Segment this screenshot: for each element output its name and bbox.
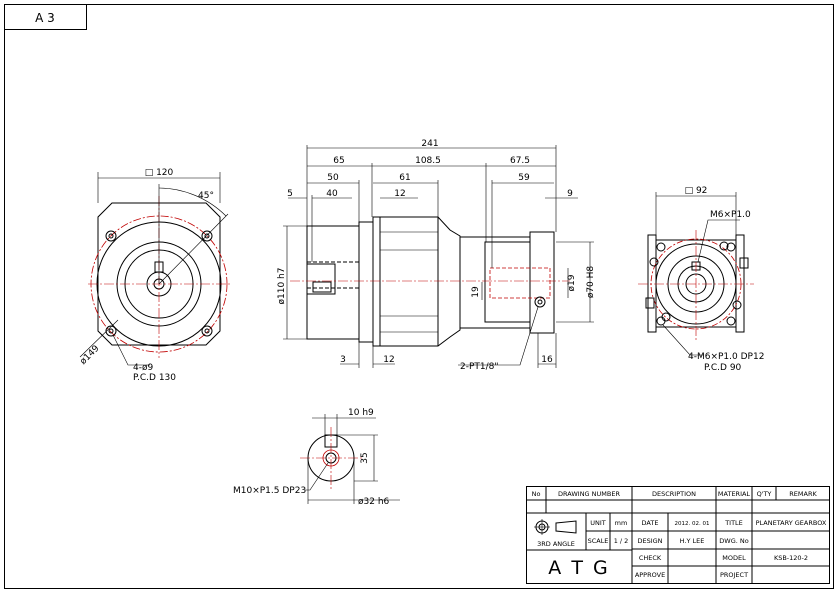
- side-12b-dim: 12: [383, 355, 394, 365]
- tb-header-material: MATERIAL: [718, 490, 751, 498]
- sheet-border: [4, 4, 834, 589]
- side-59-dim: 59: [518, 173, 530, 183]
- side-5-dim: 5: [287, 189, 293, 199]
- shaft-dia-dim: ø32 h6: [358, 497, 390, 507]
- shaft-thread-label: M10×P1.5 DP23: [233, 486, 306, 496]
- side-12a-dim: 12: [394, 189, 405, 199]
- tb-header-drawing: DRAWING NUMBER: [558, 490, 620, 498]
- side-overall-dim: 241: [421, 139, 438, 149]
- front-holes-label: 4-ø9: [133, 363, 153, 373]
- side-67-dim: 67.5: [510, 156, 530, 166]
- side-port-label: 2-PT1/8": [460, 362, 499, 372]
- tb-dwg-label: DWG. No: [719, 537, 748, 545]
- tb-header-qty: Q'TY: [757, 490, 772, 498]
- tb-model-label: MODEL: [722, 554, 746, 562]
- tb-angle-label: 3RD ANGLE: [537, 540, 575, 548]
- rear-pcd-label: P.C.D 90: [704, 363, 742, 373]
- side-70-dim: ø70 H8: [586, 266, 596, 299]
- shaft-detail: 10 h9 35 M10×P1.5 DP23 ø32 h6: [233, 408, 400, 507]
- tb-project-label: PROJECT: [720, 571, 748, 579]
- side-40-dim: 40: [326, 189, 338, 199]
- side-108-dim: 108.5: [415, 156, 441, 166]
- sheet-size-label: A 3: [35, 11, 55, 25]
- sheet-size-box: [4, 4, 87, 30]
- tb-scale-value: 1 / 2: [614, 537, 629, 545]
- front-square-dim: □ 120: [145, 168, 174, 178]
- shaft-key-dim: 10 h9: [348, 408, 374, 418]
- rear-holes-label: 4-M6×P1.0 DP12: [688, 352, 764, 362]
- side-50-dim: 50: [327, 173, 339, 183]
- side-shaft-dia-dim: ø110 h7: [277, 268, 287, 305]
- tb-header-description: DESCRIPTION: [652, 490, 696, 498]
- rear-view: □ 92 M6×P1.0 4-M6×P1.0 DP12 P.C.D 90: [638, 186, 764, 373]
- front-view: □ 120 45° ø149 4-ø9 P.C.D 130: [78, 168, 232, 383]
- tb-scale-label: SCALE: [588, 537, 609, 545]
- tb-design-label: DESIGN: [637, 537, 662, 545]
- tb-check-label: CHECK: [639, 554, 662, 562]
- tb-company-logo: A T G: [548, 557, 609, 579]
- rear-thread-top: M6×P1.0: [710, 210, 751, 220]
- tb-design-value: H.Y LEE: [680, 537, 705, 545]
- side-19b-dim: ø19: [567, 274, 577, 291]
- rear-square-dim: □ 92: [685, 186, 708, 196]
- front-angle-dim: 45°: [198, 191, 214, 201]
- tb-date-label: DATE: [642, 519, 659, 527]
- side-19-dim: 19: [471, 286, 481, 298]
- front-pcd-label: P.C.D 130: [133, 373, 176, 383]
- tb-title-label: TITLE: [724, 519, 743, 527]
- tb-unit-label: UNIT: [590, 519, 606, 527]
- side-9-dim: 9: [567, 189, 573, 199]
- front-diameter-dim: ø149: [78, 344, 101, 367]
- tb-date-value: 2012. 02. 01: [675, 521, 710, 527]
- side-65-dim: 65: [333, 156, 344, 166]
- side-16-dim: 16: [541, 355, 553, 365]
- tb-model-value: KSB-120-2: [774, 554, 808, 562]
- side-61-dim: 61: [399, 173, 410, 183]
- tb-header-no: No: [532, 490, 541, 498]
- tb-title-value: PLANETARY GEARBOX: [756, 519, 827, 527]
- tb-header-remark: REMARK: [789, 490, 817, 498]
- title-block: No DRAWING NUMBER DESCRIPTION MATERIAL Q…: [526, 486, 830, 584]
- tb-approve-label: APPROVE: [635, 571, 665, 579]
- tb-unit-value: mm: [615, 519, 628, 527]
- side-view: 241 65 108.5 67.5 50 61 59 5 40 12 9 ø11…: [277, 139, 596, 372]
- shaft-height-dim: 35: [360, 452, 370, 463]
- side-3-dim: 3: [340, 355, 346, 365]
